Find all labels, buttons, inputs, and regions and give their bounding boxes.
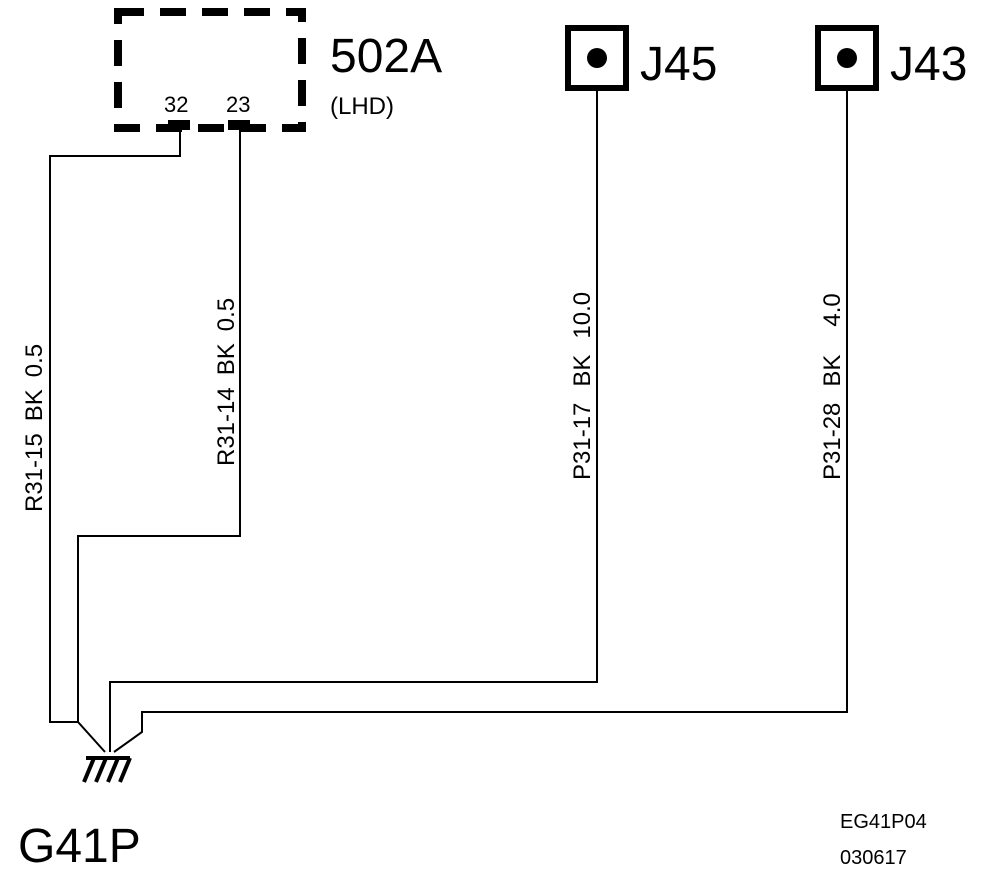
wire-size: 10.0	[569, 292, 596, 339]
wire-label-p31-28: P31-28 BK 4.0	[819, 293, 846, 480]
wire-color: BK	[569, 355, 596, 387]
wire-p31-28	[113, 88, 848, 753]
drawing-code: EG41P04	[840, 811, 927, 833]
wire-label-p31-17: P31-17 BK 10.0	[569, 292, 596, 480]
connector-j45-label: J45	[640, 38, 717, 91]
pin-32-terminal	[168, 120, 190, 130]
wire-circuit: P31-17	[569, 403, 596, 480]
drawing-date: 030617	[840, 847, 907, 869]
ground-icon	[82, 756, 132, 783]
wire-size: 0.5	[213, 298, 240, 331]
wire-size: 0.5	[21, 344, 48, 377]
wire-color: BK	[21, 389, 48, 421]
component-pin-32: 32	[164, 92, 188, 117]
component-502a: 32 23	[114, 8, 306, 132]
pin-23-terminal	[228, 120, 250, 130]
component-id: 502A	[330, 30, 442, 83]
wire-color: BK	[213, 343, 240, 375]
wire-p31-17	[109, 88, 598, 752]
wire-color: BK	[819, 355, 846, 387]
wire-circuit: R31-14	[213, 387, 240, 466]
connector-j45	[565, 25, 629, 91]
connector-pin	[837, 48, 857, 68]
wire-circuit: P31-28	[819, 403, 846, 480]
ground-label: G41P	[18, 820, 141, 873]
connector-pin	[587, 48, 607, 68]
connector-j43	[815, 25, 879, 91]
wires	[49, 88, 848, 753]
component-note: (LHD)	[330, 93, 394, 120]
component-outline	[114, 8, 306, 132]
wire-r31-15	[49, 130, 181, 753]
wire-size: 4.0	[819, 293, 846, 326]
wire-r31-14	[77, 130, 241, 722]
component-pin-23: 23	[226, 92, 250, 117]
connector-j43-label: J43	[890, 38, 967, 91]
wire-label-r31-14: R31-14 BK 0.5	[213, 298, 240, 466]
wire-label-r31-15: R31-15 BK 0.5	[21, 344, 48, 512]
wire-circuit: R31-15	[21, 433, 48, 512]
